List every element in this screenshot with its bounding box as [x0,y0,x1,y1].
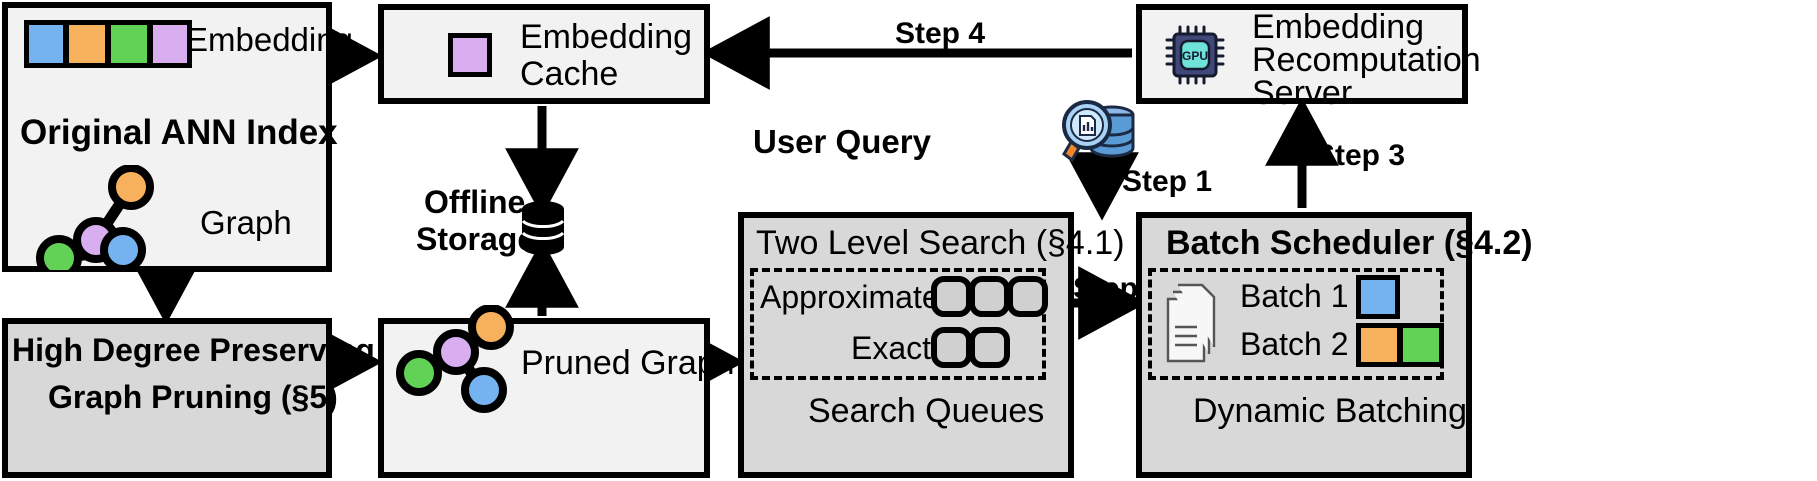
dynamic-batching-caption: Dynamic Batching [1193,392,1468,430]
embedding-swatch-orange [66,20,108,68]
batch2-swatch-green [1400,323,1444,367]
batch2-swatch-row [1356,323,1444,367]
search-queues-caption: Search Queues [808,392,1045,430]
graph-label: Graph [200,204,292,241]
database-cylinder-icon [521,201,565,255]
batch1-label: Batch 1 [1240,278,1349,314]
embedding-swatch-green [108,20,150,68]
original-graph-icon [36,165,154,270]
batch1-swatch-blue [1356,275,1400,319]
gpu-chip-text: GPU [1182,49,1208,63]
embedding-swatch-row [24,20,192,68]
graph-pruning-title-line2: Graph Pruning (§5) [48,379,338,415]
embedding-cache-label-line2: Cache [520,55,619,93]
approximate-queue-slot-2[interactable] [969,276,1010,317]
recomputation-server-line2: Recomputation [1252,41,1481,79]
embedding-label: Embedding [186,21,353,58]
pruned-graph-icon [396,305,514,413]
two-level-search-box [738,212,1074,478]
step4-label: Step 4 [895,17,986,50]
offline-storage-label-line2: Storage [416,221,536,257]
exact-queue-slot-1[interactable] [931,327,972,368]
batch2-swatch-orange [1356,323,1400,367]
query-search-database-icon [1062,100,1135,163]
user-query-label: User Query [753,123,931,160]
step3-label: Step 3 [1315,139,1406,172]
embedding-cache-swatch [448,33,492,77]
batch2-label: Batch 2 [1240,326,1349,362]
batch1-swatch-row [1356,275,1400,319]
documents-icon [1166,283,1216,363]
offline-storage-label-line1: Offline [424,184,526,220]
approximate-queue-slot-1[interactable] [931,276,972,317]
embedding-cache-box [378,4,710,104]
two-level-search-title: Two Level Search (§4.1) [756,224,1125,262]
exact-queue-slot-2[interactable] [969,327,1010,368]
embedding-swatch-blue [24,20,66,68]
exact-row-label: Exact [851,330,932,366]
batch-scheduler-title: Batch Scheduler (§4.2) [1166,224,1533,262]
step1-label: Step 1 [1122,165,1213,198]
graph-pruning-title-line1: High Degree Preserving [12,332,375,368]
recomputation-server-line3: Server [1252,74,1353,112]
search-queues-dashed-region [750,268,1046,380]
pruned-graph-label: Pruned Graph [521,344,735,382]
approximate-row-label: Approximate [760,279,940,315]
embedding-swatch-purple [150,20,192,68]
graph-pruning-box [2,318,332,478]
pruned-graph-box [378,318,710,478]
approximate-queue-slot-3[interactable] [1007,276,1048,317]
recomputation-server-line1: Embedding [1252,8,1425,46]
embedding-cache-label-line1: Embedding [520,18,693,56]
gpu-chip-icon: GPU [1165,25,1225,85]
original-ann-index-title: Original ANN Index [20,113,338,152]
